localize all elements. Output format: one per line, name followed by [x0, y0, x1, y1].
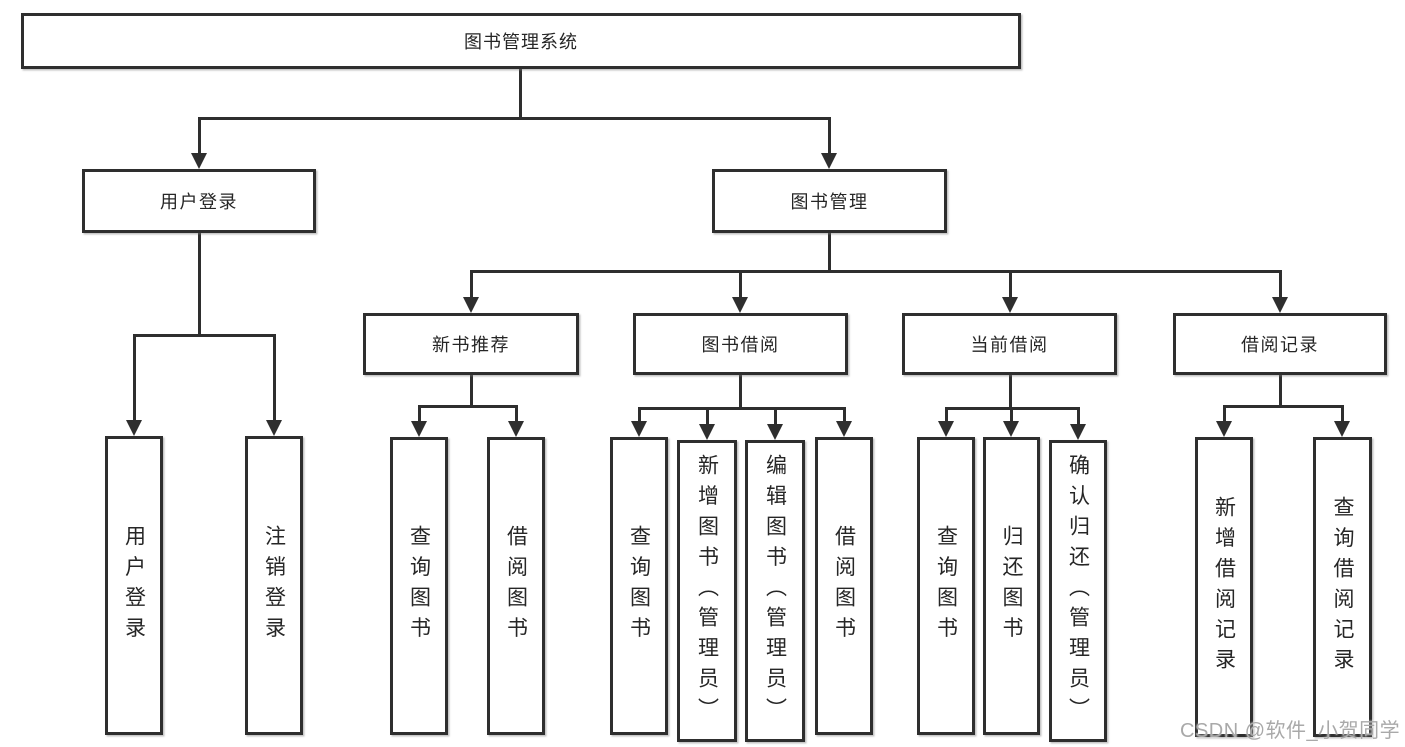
leaf-label: 查询图书	[627, 525, 651, 647]
node-label: 图书管理	[790, 192, 869, 212]
connector-line	[1077, 407, 1080, 426]
connector-line	[945, 407, 948, 423]
arrow-down-icon	[1070, 424, 1086, 440]
connector-line	[198, 117, 830, 120]
arrow-down-icon	[631, 421, 647, 437]
leaf-label: 借阅图书	[832, 525, 856, 647]
arrow-down-icon	[191, 153, 207, 169]
leaf-query-books-borrow: 查询图书	[610, 437, 668, 735]
connector-line	[519, 69, 522, 119]
connector-line	[843, 407, 846, 423]
connector-line	[470, 375, 473, 407]
node-label: 用户登录	[160, 192, 238, 212]
node-user-login: 用户登录	[82, 169, 316, 233]
connector-line	[198, 233, 201, 336]
arrow-down-icon	[836, 421, 852, 437]
connector-line	[470, 270, 473, 299]
connector-line	[739, 270, 742, 299]
arrow-down-icon	[411, 421, 427, 437]
csdn-watermark: CSDN @软件_小贺同学	[1180, 720, 1401, 742]
arrow-down-icon	[508, 421, 524, 437]
arrow-down-icon	[1216, 421, 1232, 437]
arrow-down-icon	[699, 424, 715, 440]
connector-line	[638, 407, 641, 423]
leaf-label: 借阅图书	[504, 525, 528, 647]
arrow-down-icon	[1002, 297, 1018, 313]
connector-line	[774, 407, 777, 426]
arrow-down-icon	[938, 421, 954, 437]
node-borrowing-records: 借阅记录	[1173, 313, 1387, 375]
node-book-borrowing: 图书借阅	[633, 313, 848, 375]
arrow-down-icon	[732, 297, 748, 313]
leaf-label: 编辑图书（管理员）	[763, 453, 787, 729]
leaf-label: 查询图书	[407, 525, 431, 647]
leaf-label: 确认归还（管理员）	[1066, 453, 1090, 729]
leaf-logout: 注销登录	[245, 436, 303, 735]
arrow-down-icon	[463, 297, 479, 313]
node-label: 图书管理系统	[464, 32, 578, 52]
leaf-label: 用户登录	[122, 524, 146, 647]
connector-line	[133, 334, 136, 422]
node-label: 借阅记录	[1241, 335, 1319, 355]
node-current-borrowing: 当前借阅	[902, 313, 1117, 375]
arrow-down-icon	[266, 420, 282, 436]
node-book-management: 图书管理	[712, 169, 947, 233]
arrow-down-icon	[126, 420, 142, 436]
arrow-down-icon	[1272, 297, 1288, 313]
leaf-confirm-return-admin: 确认归还（管理员）	[1049, 440, 1107, 742]
leaf-query-borrow-record: 查询借阅记录	[1313, 437, 1372, 737]
connector-line	[706, 407, 709, 426]
connector-line	[1010, 407, 1013, 423]
leaf-return-books: 归还图书	[983, 437, 1040, 735]
leaf-edit-books-admin: 编辑图书（管理员）	[745, 440, 805, 742]
connector-line	[515, 405, 518, 423]
leaf-label: 归还图书	[1000, 525, 1023, 647]
connector-line	[273, 334, 276, 422]
connector-line	[1223, 405, 1343, 408]
leaf-borrow-books: 借阅图书	[815, 437, 873, 735]
leaf-label: 查询借阅记录	[1331, 495, 1354, 679]
connector-line	[1009, 270, 1012, 299]
node-new-book-recommendation: 新书推荐	[363, 313, 579, 375]
leaf-query-books-recommend: 查询图书	[390, 437, 448, 735]
arrow-down-icon	[821, 153, 837, 169]
leaf-borrow-books-recommend: 借阅图书	[487, 437, 545, 735]
arrow-down-icon	[1003, 421, 1019, 437]
leaf-label: 新增借阅记录	[1212, 495, 1236, 679]
node-label: 新书推荐	[432, 335, 510, 355]
connector-line	[198, 117, 201, 155]
connector-line	[470, 270, 1281, 273]
arrow-down-icon	[1334, 421, 1350, 437]
leaf-label: 查询图书	[934, 525, 958, 647]
connector-line	[1341, 405, 1344, 423]
connector-line	[1279, 270, 1282, 299]
connector-line	[133, 334, 275, 337]
leaf-label: 注销登录	[262, 524, 286, 647]
leaf-add-books-admin: 新增图书（管理员）	[677, 440, 737, 742]
connector-line	[828, 117, 831, 155]
node-library-management-system: 图书管理系统	[21, 13, 1021, 69]
connector-line	[1009, 375, 1012, 409]
connector-line	[1223, 405, 1226, 423]
connector-line	[418, 405, 421, 423]
arrow-down-icon	[767, 424, 783, 440]
leaf-label: 新增图书（管理员）	[695, 453, 719, 729]
node-label: 当前借阅	[970, 335, 1049, 355]
leaf-add-borrow-record: 新增借阅记录	[1195, 437, 1253, 737]
node-label: 图书借阅	[701, 335, 780, 355]
connector-line	[1279, 375, 1282, 407]
connector-line	[828, 233, 831, 272]
leaf-user-login: 用户登录	[105, 436, 163, 735]
connector-line	[739, 375, 742, 409]
leaf-query-books-current: 查询图书	[917, 437, 975, 735]
connector-line	[638, 407, 845, 410]
connector-line	[418, 405, 517, 408]
